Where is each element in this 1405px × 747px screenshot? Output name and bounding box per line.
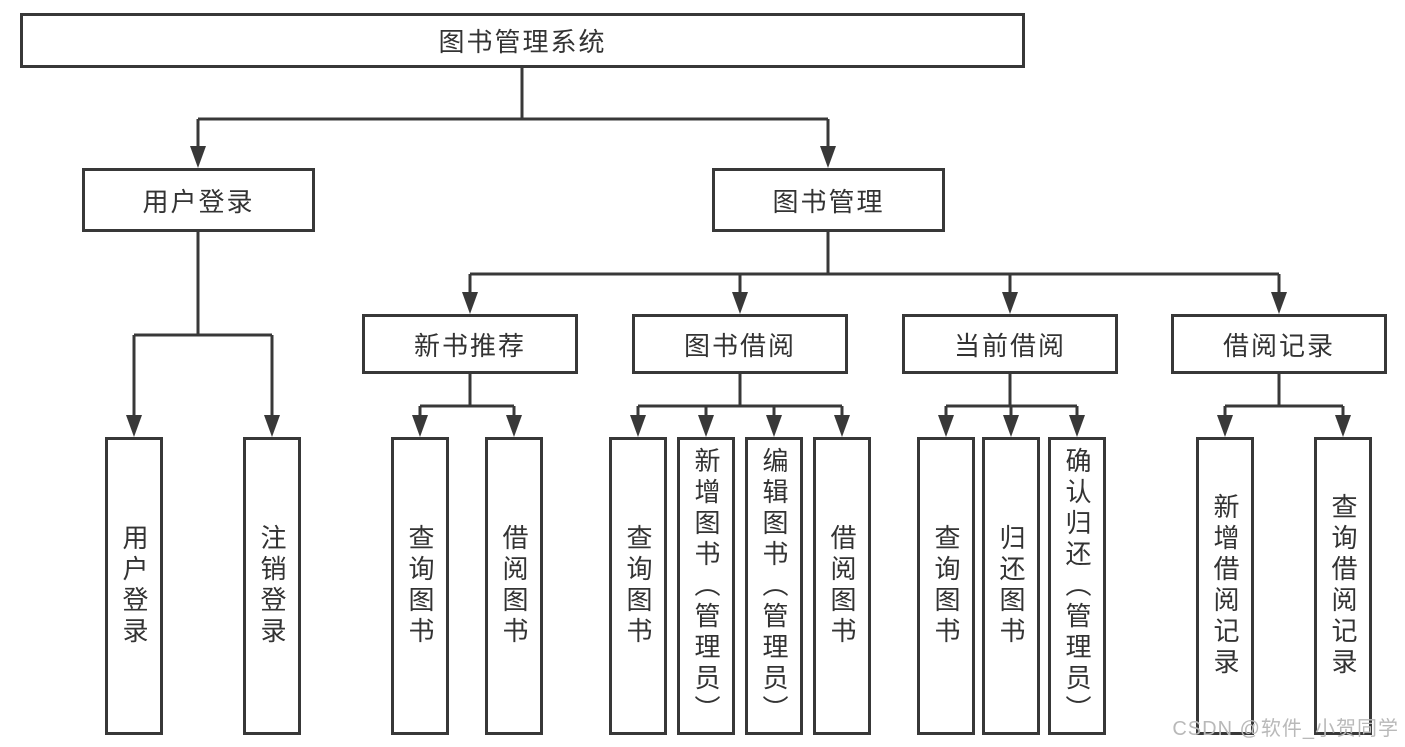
leaf-label: 新增图书（管理员） bbox=[691, 446, 721, 726]
leaf-user-login: 用户登录 bbox=[105, 437, 163, 735]
node-label: 图书管理 bbox=[772, 186, 885, 217]
leaf-label: 借阅图书 bbox=[827, 524, 857, 648]
node-label: 图书借阅 bbox=[683, 330, 796, 361]
leaf-query-books-1: 查询图书 bbox=[391, 437, 449, 735]
leaf-borrow-books-2: 借阅图书 bbox=[813, 437, 871, 735]
leaf-label: 查询图书 bbox=[931, 524, 961, 648]
leaf-label: 借阅图书 bbox=[499, 524, 529, 648]
leaf-return-books: 归还图书 bbox=[982, 437, 1040, 735]
leaf-borrow-books-1: 借阅图书 bbox=[485, 437, 543, 735]
node-label: 图书管理系统 bbox=[438, 27, 607, 57]
node-book-borrowing: 图书借阅 bbox=[632, 314, 848, 374]
node-library-management-system: 图书管理系统 bbox=[20, 13, 1025, 68]
leaf-label: 编辑图书（管理员） bbox=[759, 446, 789, 726]
leaf-label: 查询图书 bbox=[405, 524, 435, 648]
leaf-add-book-admin: 新增图书（管理员） bbox=[677, 437, 735, 735]
leaf-label: 查询借阅记录 bbox=[1328, 493, 1358, 679]
node-label: 当前借阅 bbox=[953, 330, 1066, 361]
leaf-label: 注销登录 bbox=[257, 524, 287, 648]
leaf-logout: 注销登录 bbox=[243, 437, 301, 735]
node-label: 借阅记录 bbox=[1222, 330, 1335, 361]
leaf-query-books-3: 查询图书 bbox=[917, 437, 975, 735]
leaf-confirm-return-admin: 确认归还（管理员） bbox=[1048, 437, 1106, 735]
leaf-label: 确认归还（管理员） bbox=[1062, 446, 1092, 726]
leaf-query-borrow-record: 查询借阅记录 bbox=[1314, 437, 1372, 735]
leaf-edit-book-admin: 编辑图书（管理员） bbox=[745, 437, 803, 735]
node-label: 新书推荐 bbox=[413, 330, 526, 361]
node-user-login: 用户登录 bbox=[82, 168, 315, 232]
leaf-label: 归还图书 bbox=[996, 524, 1026, 648]
leaf-label: 查询图书 bbox=[623, 524, 653, 648]
leaf-label: 用户登录 bbox=[119, 524, 149, 648]
arrowhead-icons bbox=[126, 146, 1351, 437]
node-borrowing-records: 借阅记录 bbox=[1171, 314, 1387, 374]
csdn-watermark: CSDN @软件_小贺同学 bbox=[1172, 718, 1399, 740]
node-new-book-recommendation: 新书推荐 bbox=[362, 314, 578, 374]
leaf-label: 新增借阅记录 bbox=[1210, 493, 1240, 679]
leaf-add-borrow-record: 新增借阅记录 bbox=[1196, 437, 1254, 735]
node-label: 用户登录 bbox=[142, 186, 255, 217]
leaf-query-books-2: 查询图书 bbox=[609, 437, 667, 735]
node-current-borrowing: 当前借阅 bbox=[902, 314, 1118, 374]
node-book-management: 图书管理 bbox=[712, 168, 945, 232]
